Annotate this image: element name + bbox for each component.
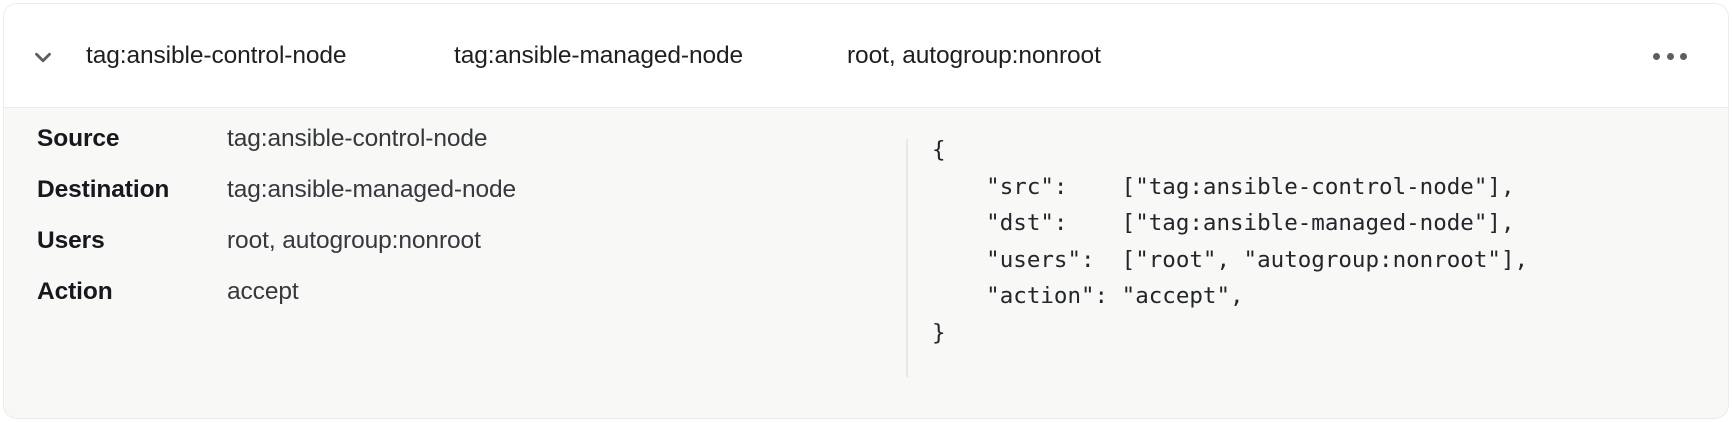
detail-value-action: accept	[227, 278, 299, 305]
expand-collapse-button[interactable]	[26, 40, 60, 74]
detail-label-action: Action	[37, 278, 113, 305]
detail-label-source: Source	[37, 125, 120, 152]
detail-row-users: Users root, autogroup:nonroot	[37, 227, 837, 278]
detail-row-action: Action accept	[37, 278, 837, 329]
acl-rule-header[interactable]: tag:ansible-control-node tag:ansible-man…	[4, 4, 1728, 108]
acl-rule-card: tag:ansible-control-node tag:ansible-man…	[4, 4, 1728, 418]
detail-label-users: Users	[37, 227, 105, 254]
detail-row-destination: Destination tag:ansible-managed-node	[37, 176, 837, 227]
acl-rule-body: Source tag:ansible-control-node Destinat…	[4, 108, 1728, 418]
header-users-summary: root, autogroup:nonroot	[847, 42, 1101, 69]
detail-label-destination: Destination	[37, 176, 170, 203]
chevron-down-icon	[30, 44, 56, 70]
ellipsis-icon-dot-2	[1666, 52, 1674, 60]
ellipsis-icon-dot-3	[1680, 52, 1687, 60]
detail-value-users: root, autogroup:nonroot	[227, 227, 481, 254]
rule-details-list: Source tag:ansible-control-node Destinat…	[37, 125, 837, 329]
detail-value-destination: tag:ansible-managed-node	[227, 176, 517, 203]
more-options-button[interactable]	[1644, 36, 1696, 76]
header-destination-summary: tag:ansible-managed-node	[454, 42, 744, 69]
vertical-divider	[906, 139, 908, 377]
detail-value-source: tag:ansible-control-node	[227, 125, 488, 152]
ellipsis-icon-dot-1	[1653, 52, 1660, 60]
rule-json-code-block: { "src": ["tag:ansible-control-node"], "…	[932, 137, 1529, 346]
header-source-summary: tag:ansible-control-node	[86, 42, 347, 69]
detail-row-source: Source tag:ansible-control-node	[37, 125, 837, 176]
